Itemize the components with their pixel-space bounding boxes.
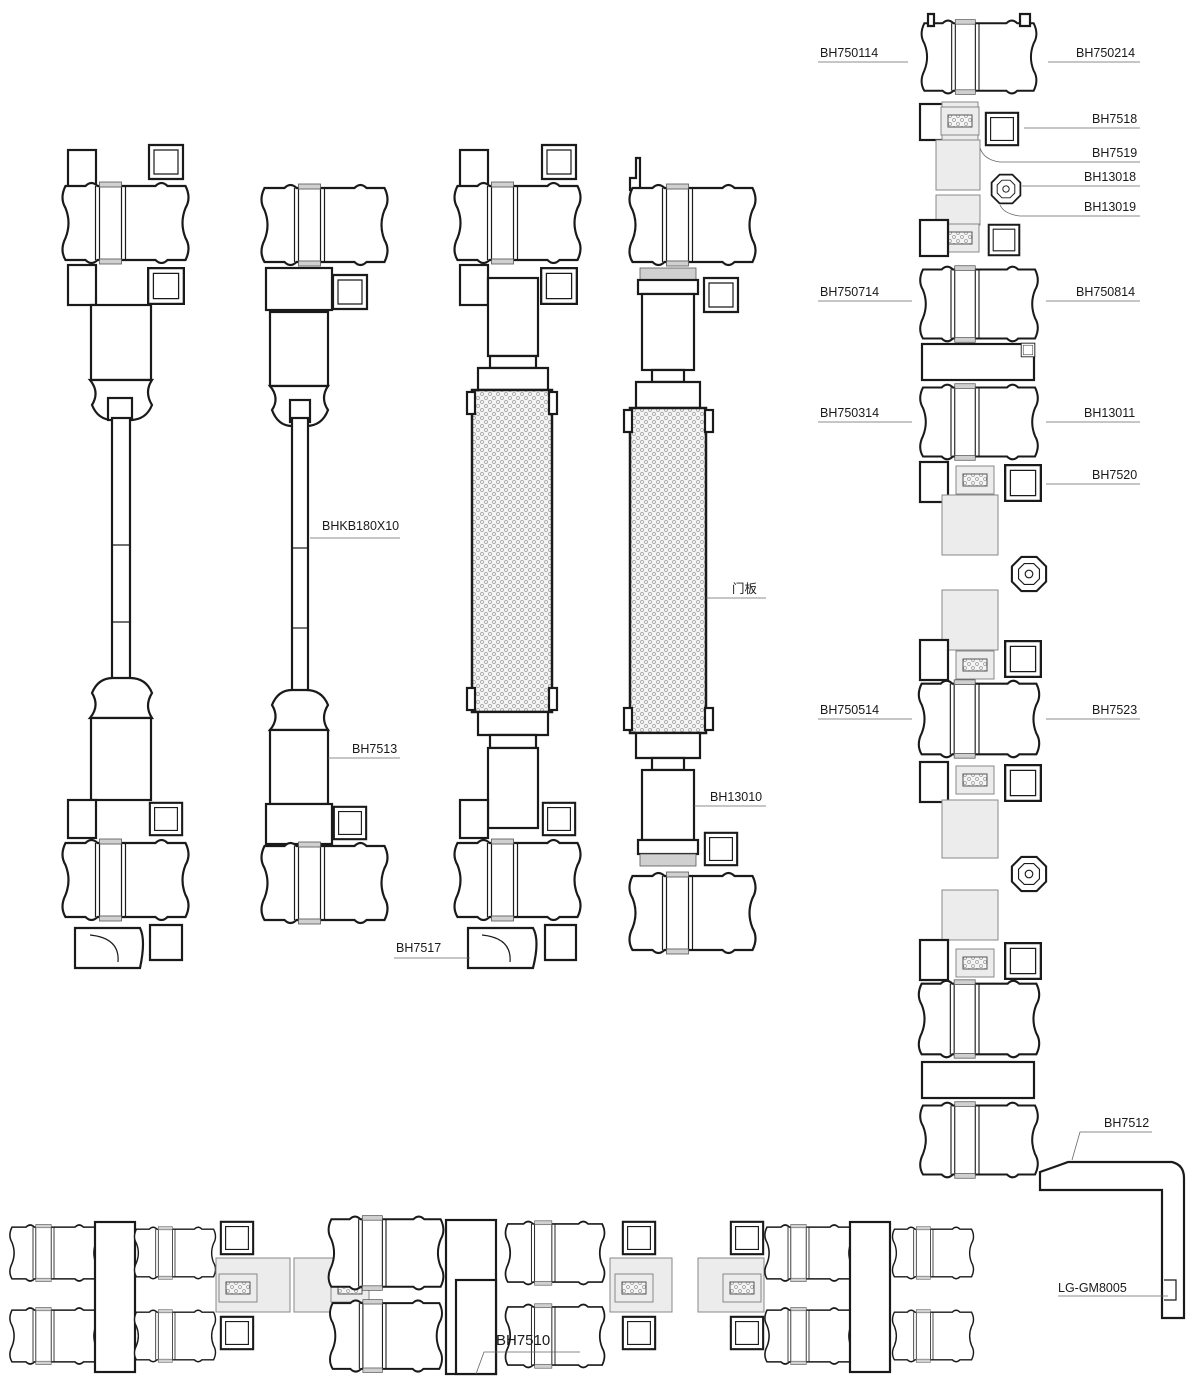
- label-bh7512: BH7512: [1104, 1116, 1149, 1130]
- label-lg-gm8005: LG-GM8005: [1058, 1281, 1127, 1295]
- section-column-5: [917, 12, 1186, 1320]
- callout-labels: BH750114 BH750214 BH7518 BH7519 BH13018 …: [310, 46, 1168, 1375]
- label-bh750514: BH750514: [820, 703, 879, 717]
- door-panel-infill-1: [470, 388, 554, 714]
- label-door-panel: 门板: [732, 581, 758, 596]
- label-bh7513: BH7513: [352, 742, 397, 756]
- label-bh7518: BH7518: [1092, 112, 1137, 126]
- section-column-2: [260, 182, 389, 926]
- label-bhkb180x10: BHKB180X10: [322, 519, 399, 533]
- label-bh750814: BH750814: [1076, 285, 1135, 299]
- section-horizontal-strip: [8, 1214, 975, 1376]
- label-bh7520: BH7520: [1092, 468, 1137, 482]
- label-bh750214: BH750214: [1076, 46, 1135, 60]
- door-panel-infill-2: [628, 406, 708, 735]
- label-bh750114: BH750114: [820, 46, 878, 60]
- section-column-3: [453, 143, 582, 970]
- section-column-4: [622, 156, 757, 956]
- label-bh7519: BH7519: [1092, 146, 1137, 160]
- label-bh7517: BH7517: [396, 941, 441, 955]
- label-bh13019: BH13019: [1084, 200, 1136, 214]
- label-bh7523: BH7523: [1092, 703, 1137, 717]
- label-bh13011: BH13011: [1084, 406, 1135, 420]
- label-bh13010: BH13010: [710, 790, 762, 804]
- label-bh750314: BH750314: [820, 406, 879, 420]
- label-bh750714: BH750714: [820, 285, 879, 299]
- label-bh13018: BH13018: [1084, 170, 1136, 184]
- label-bh7510: BH7510: [496, 1332, 550, 1349]
- section-column-1: [61, 143, 190, 970]
